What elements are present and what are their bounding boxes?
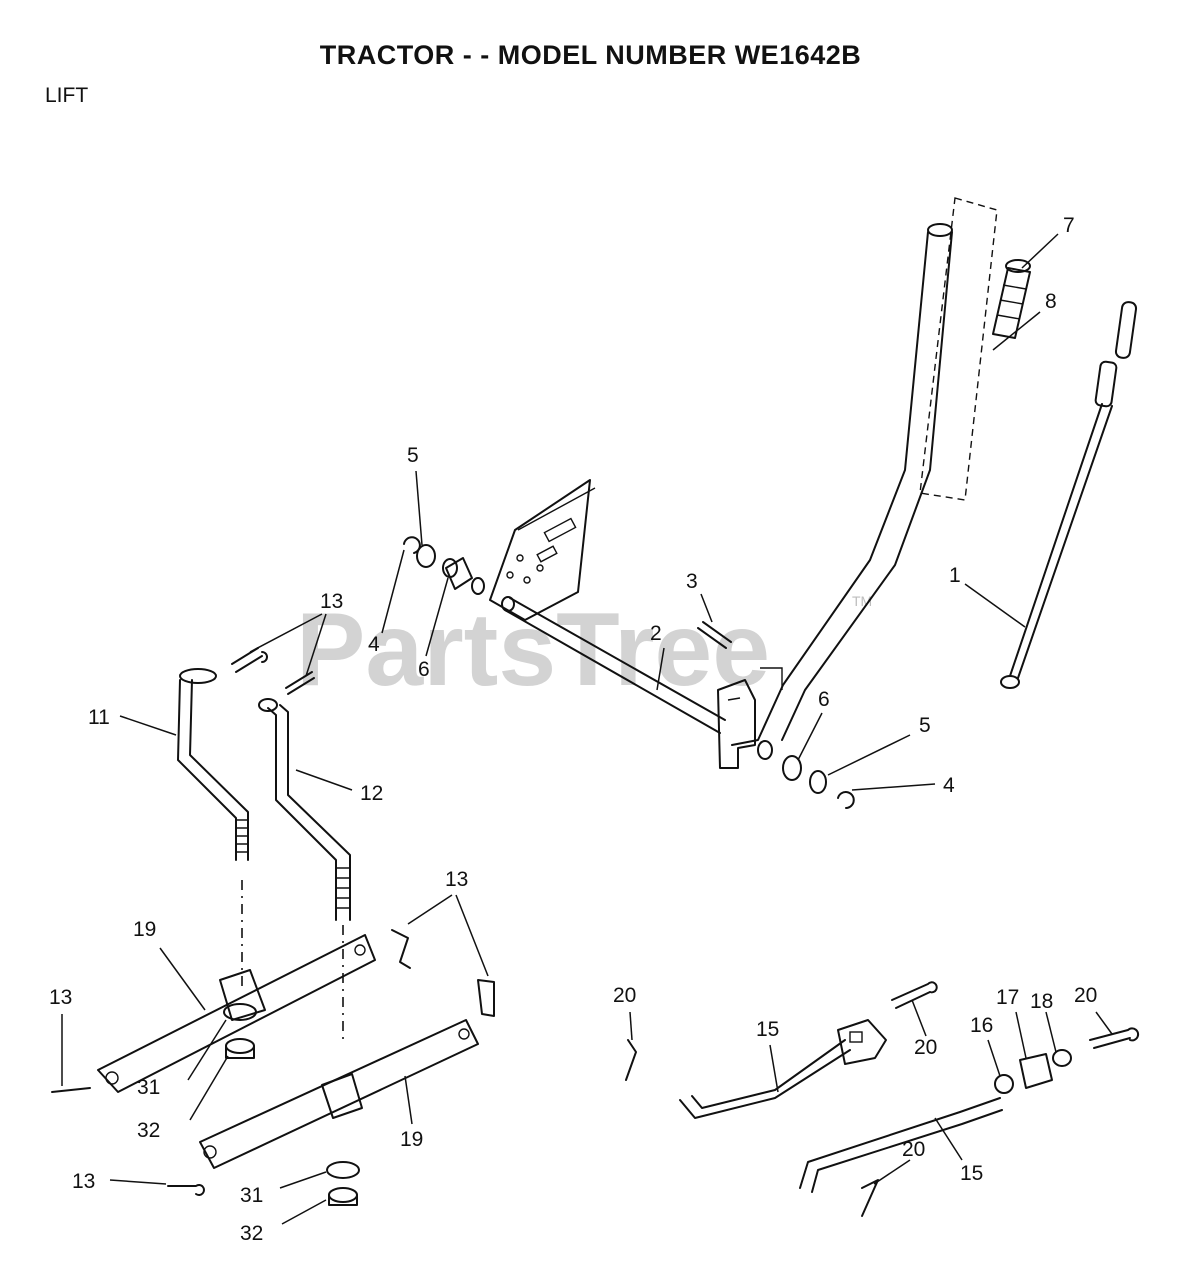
leader-20a — [629, 1011, 633, 1041]
leader-15b — [934, 1117, 963, 1161]
leader-13a-1 — [249, 613, 323, 653]
leader-4b — [851, 783, 936, 791]
leader-17 — [1015, 1011, 1027, 1059]
lift-link-11 — [177, 668, 249, 861]
hair-pin-upper-a — [231, 647, 268, 673]
callout-13b: 13 — [445, 868, 468, 891]
hair-pin-lower-left — [51, 1087, 91, 1093]
callout-31: 31 — [137, 1076, 160, 1099]
callout-4b: 4 — [943, 774, 955, 797]
callout-32: 32 — [137, 1119, 160, 1142]
callout-15b: 15 — [960, 1162, 983, 1185]
callout-20c: 20 — [1074, 984, 1097, 1007]
lift-link-12 — [258, 698, 351, 921]
callout-8: 8 — [1045, 290, 1057, 313]
leader-7 — [1021, 233, 1059, 269]
hair-pin-20-right — [1089, 1027, 1140, 1049]
washer-nut-lower — [326, 1161, 360, 1206]
hair-pin-right — [477, 979, 495, 1017]
leader-20b — [911, 999, 927, 1037]
callout-31b: 31 — [240, 1184, 263, 1207]
hair-pin-20-top — [891, 981, 938, 1009]
leader-32a — [189, 1055, 229, 1121]
lever-bracket — [717, 679, 756, 769]
callout-13d: 13 — [72, 1170, 95, 1193]
handle-grip — [992, 259, 1031, 339]
leader-5a — [415, 470, 423, 546]
callout-5b: 5 — [919, 714, 931, 737]
callout-12: 12 — [360, 782, 383, 805]
lift-arm-lower — [199, 1019, 479, 1169]
callout-17: 17 — [996, 986, 1019, 1009]
callout-19b: 19 — [400, 1128, 423, 1151]
callout-2: 2 — [650, 622, 662, 645]
leader-19a — [159, 947, 206, 1011]
roll-pin — [697, 621, 732, 649]
leader-18 — [1045, 1011, 1057, 1053]
lift-rod — [1000, 301, 1138, 689]
left-bushings — [403, 536, 485, 595]
callout-19: 19 — [133, 918, 156, 941]
leader-5b — [827, 734, 911, 776]
hair-pin-upper-b — [285, 671, 315, 695]
callout-3: 3 — [686, 570, 698, 593]
callout-6b: 6 — [818, 688, 830, 711]
hair-pin-20-left — [625, 1039, 637, 1081]
leader-13b-1 — [407, 894, 453, 925]
section-label: LIFT — [45, 84, 89, 107]
leader-3 — [700, 593, 713, 623]
callout-6: 6 — [418, 658, 430, 681]
leader-12 — [295, 769, 353, 791]
callout-5: 5 — [407, 444, 419, 467]
right-bushings — [757, 740, 855, 809]
rod-15-lower — [799, 1097, 1003, 1193]
callout-16: 16 — [970, 1014, 993, 1037]
leader-2 — [656, 647, 665, 691]
leader-20d — [873, 1159, 911, 1185]
grip-outline-ghost — [919, 197, 998, 501]
callout-13: 13 — [320, 590, 343, 613]
callout-1: 1 — [949, 564, 961, 587]
callout-18: 18 — [1030, 990, 1053, 1013]
leader-13b-2 — [455, 894, 489, 977]
callout-20b: 20 — [914, 1036, 937, 1059]
leader-8 — [992, 311, 1041, 351]
callout-32b: 32 — [240, 1222, 263, 1245]
leader-13a-2 — [305, 613, 327, 677]
leader-32b — [281, 1199, 327, 1225]
leader-16 — [987, 1039, 1001, 1077]
hair-pin-mid — [391, 929, 411, 969]
leader-13d — [109, 1179, 167, 1185]
leader-11 — [119, 715, 177, 736]
mount-plate — [489, 479, 596, 621]
hair-pin-lower — [167, 1184, 205, 1196]
ferrule-bracket — [994, 1049, 1072, 1094]
hair-pin-20-lower — [861, 1179, 879, 1217]
leader-6a — [425, 577, 449, 657]
leader-20c — [1095, 1011, 1113, 1035]
leader-4a — [381, 549, 405, 634]
leader-19b — [404, 1075, 413, 1125]
lift-arm-upper — [97, 934, 376, 1093]
callout-20: 20 — [613, 984, 636, 1007]
washer-nut-upper — [223, 1003, 257, 1059]
callout-4: 4 — [368, 633, 380, 656]
page-title: TRACTOR - - MODEL NUMBER WE1642B — [319, 40, 862, 70]
callout-20d: 20 — [902, 1138, 925, 1161]
callout-11: 11 — [88, 706, 110, 729]
callout-15: 15 — [756, 1018, 779, 1041]
leader-6b — [797, 712, 823, 761]
callout-13c: 13 — [49, 986, 72, 1009]
callout-7: 7 — [1063, 214, 1075, 237]
leader-31b — [279, 1171, 327, 1189]
leader-1 — [964, 583, 1026, 628]
leader-15a — [769, 1044, 779, 1093]
lift-lever — [731, 223, 953, 746]
leader-31a — [187, 1019, 227, 1081]
rod-15-upper — [679, 1019, 887, 1119]
